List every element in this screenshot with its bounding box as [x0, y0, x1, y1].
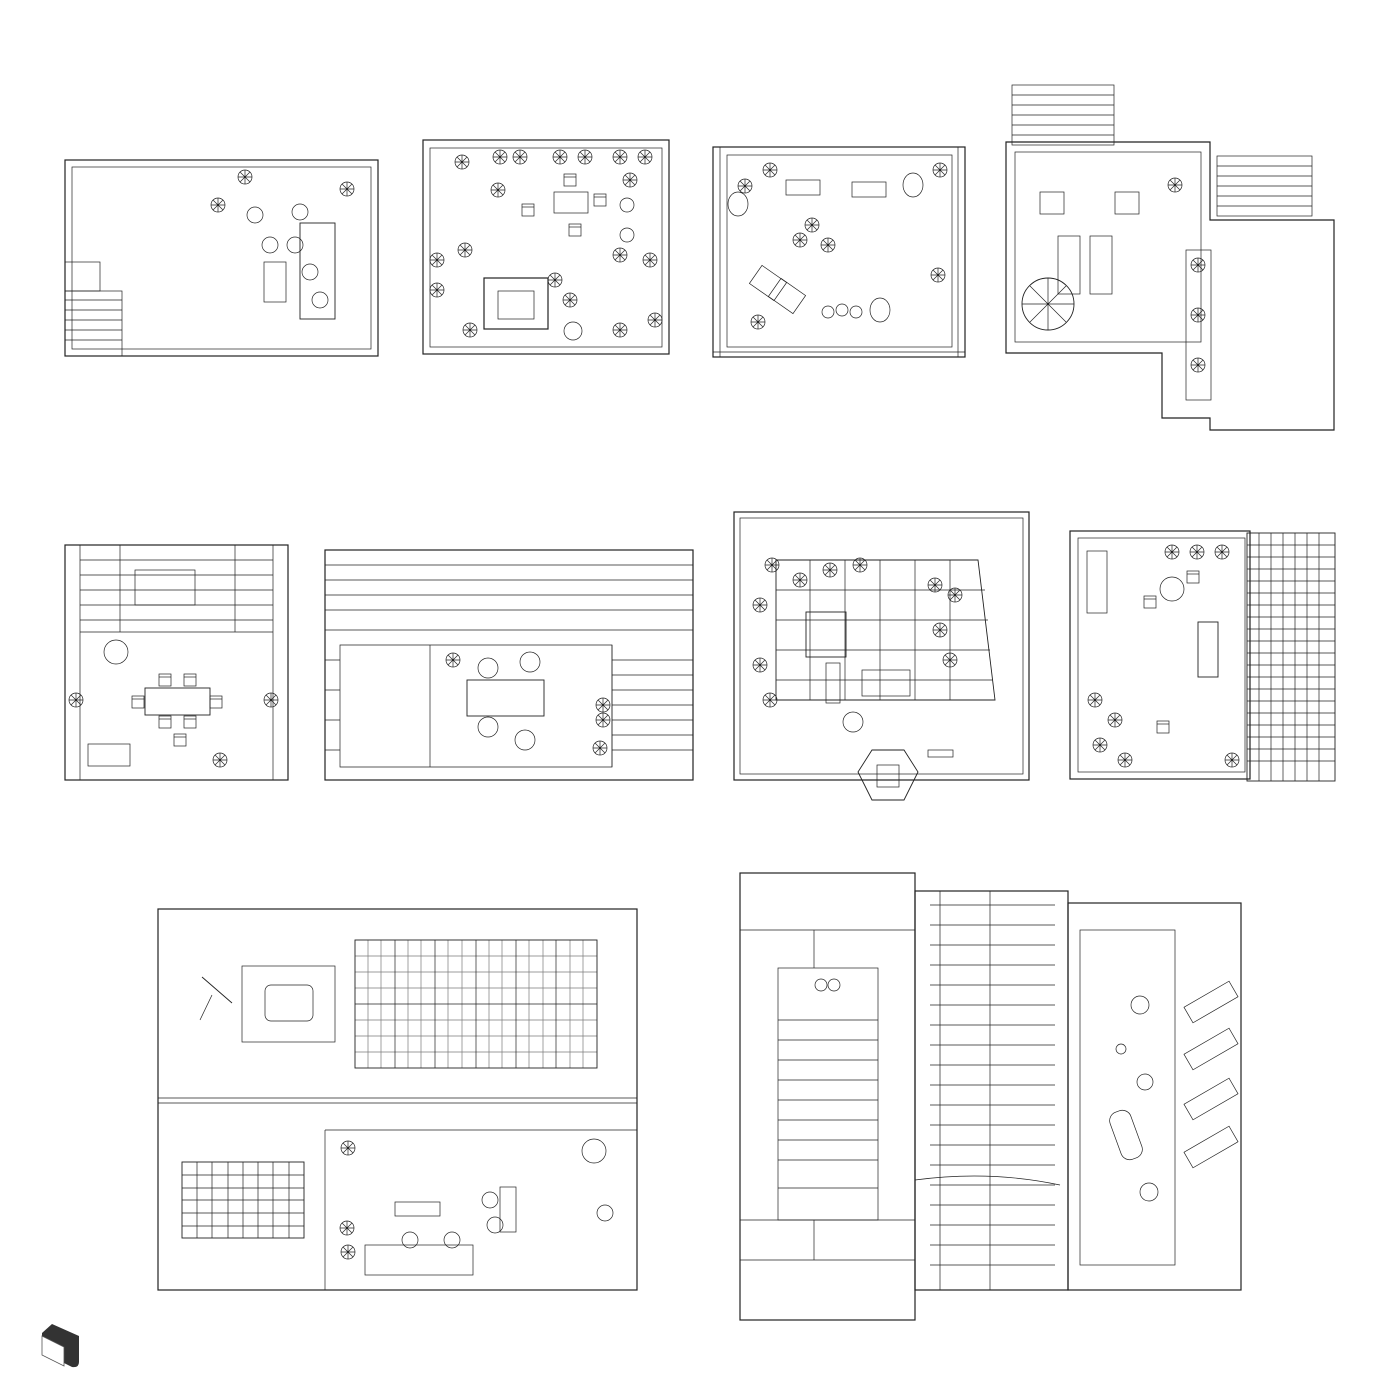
sun-loungers	[1183, 980, 1239, 1169]
plan-brick-terrace	[712, 146, 966, 358]
dining-table	[144, 687, 211, 716]
tiled-roof	[1246, 532, 1336, 782]
solar-panel-array-small	[181, 1161, 305, 1239]
plan-solar-panels	[157, 908, 638, 1291]
plan-deck-workspace	[324, 549, 694, 781]
plan-lounge	[64, 159, 379, 357]
work-table	[466, 679, 545, 717]
plan-tiled-roof-terrace	[1069, 530, 1336, 782]
planter-box	[483, 277, 549, 330]
plan-tile-garden	[733, 511, 1030, 801]
plan-garden	[422, 139, 670, 355]
rounded-cube-logo-icon	[41, 1324, 79, 1368]
solar-panel-array-large	[354, 939, 598, 1069]
plan-umbrella-terrace	[1005, 84, 1335, 431]
tiled-roof-patch	[64, 290, 123, 357]
plan-sun-deck	[739, 872, 1242, 1321]
sofa	[299, 222, 336, 320]
plan-pergola-dining	[64, 544, 289, 781]
